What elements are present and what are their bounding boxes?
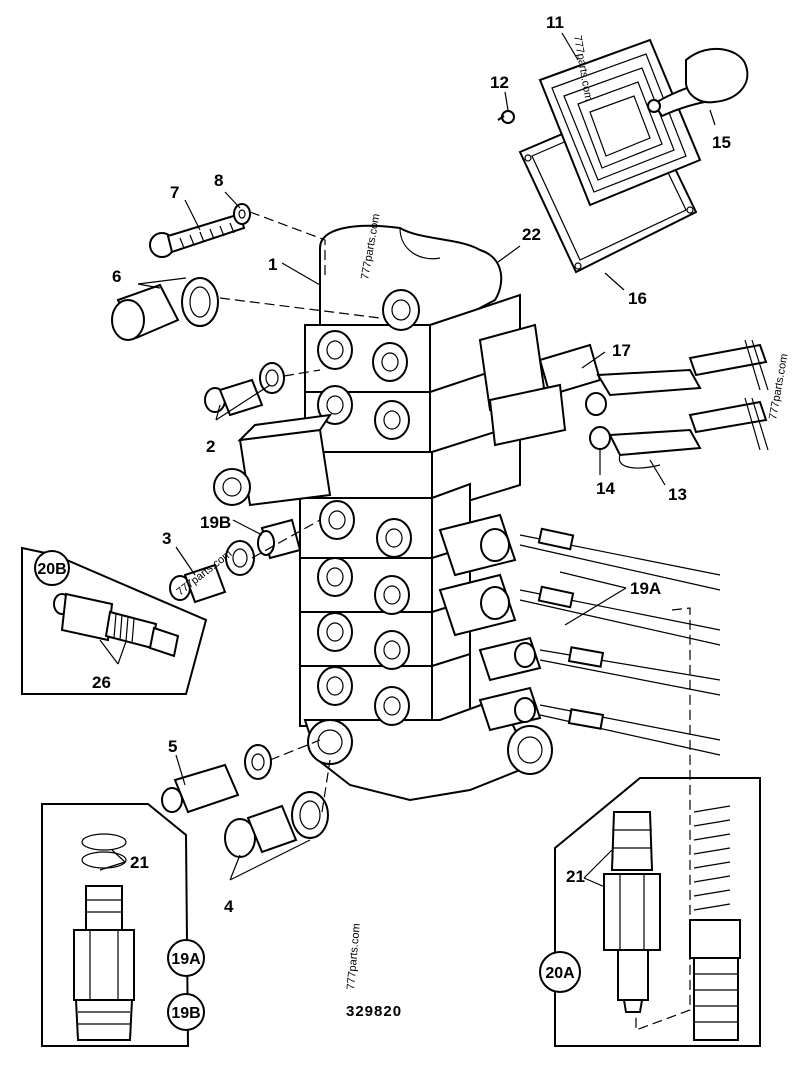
callout-4: 4 <box>224 897 234 916</box>
part-4-plug <box>224 791 329 858</box>
control-cables <box>519 527 721 756</box>
part-19-valve-cartridge <box>73 833 135 1041</box>
callout-21-right: 21 <box>566 867 585 886</box>
watermark-3: 777parts.com <box>767 353 790 421</box>
circle-20A <box>539 951 581 993</box>
part-19B-fitting <box>257 518 302 560</box>
part-2-fitting <box>204 362 285 417</box>
circle-20B <box>34 550 70 586</box>
solenoid-cartridge <box>213 413 333 507</box>
part-20A-relief-cartridge <box>603 811 661 1013</box>
callout-6: 6 <box>112 267 121 286</box>
part-5-fitting <box>161 744 272 814</box>
lower-spool-section-1 <box>299 497 433 561</box>
part-11-gaiter-boot <box>538 38 702 207</box>
callout-22: 22 <box>522 225 541 244</box>
inset-20B <box>21 546 208 695</box>
circled-label-20B: 20B <box>37 561 66 578</box>
inset-20A <box>539 777 761 1047</box>
joystick-gaiter-assembly <box>497 38 749 274</box>
part-20B-cartridge <box>53 592 180 658</box>
part-8-washer <box>233 203 251 225</box>
part-15-lever-knob <box>647 47 749 118</box>
spool-ends-right <box>438 513 542 732</box>
callout-26: 26 <box>92 673 111 692</box>
callout-12: 12 <box>490 73 509 92</box>
callout-2: 2 <box>206 437 215 456</box>
linkage-assembly <box>478 323 769 469</box>
callout-19B: 19B <box>200 513 231 532</box>
callout-7: 7 <box>170 183 179 202</box>
valve-block-assembly <box>213 224 769 802</box>
callout-15: 15 <box>712 133 731 152</box>
valve-ports <box>317 289 420 726</box>
callout-labels: 1 2 3 4 5 6 7 8 11 12 13 14 15 16 17 19A… <box>37 13 731 1022</box>
inset-19A-19B <box>41 803 205 1047</box>
callout-11: 11 <box>546 13 564 32</box>
part-6-plug <box>111 277 219 341</box>
callout-17: 17 <box>612 341 631 360</box>
end-cap <box>303 696 521 802</box>
callout-13: 13 <box>668 485 687 504</box>
circled-label-19A: 19A <box>171 951 201 968</box>
circled-label-19B: 19B <box>171 1005 200 1022</box>
exploded-view-dashes <box>219 211 691 1031</box>
part-20A-spring <box>689 805 741 1041</box>
callout-14: 14 <box>596 479 615 498</box>
watermark-5: 777parts.com <box>345 923 363 990</box>
circle-19A <box>167 939 205 977</box>
callout-21-left: 21 <box>130 853 149 872</box>
callout-1: 1 <box>268 255 277 274</box>
callout-19A: 19A <box>630 579 661 598</box>
part-7-bolt <box>149 212 246 258</box>
callout-5: 5 <box>168 737 177 756</box>
leader-lines <box>99 32 716 891</box>
part-12-screw <box>497 110 515 124</box>
part-22-top-cover <box>319 224 503 342</box>
document-number: 329820 <box>346 1003 402 1020</box>
callout-3: 3 <box>162 529 171 548</box>
callout-16: 16 <box>628 289 647 308</box>
callout-8: 8 <box>214 171 223 190</box>
circle-19B <box>167 993 205 1031</box>
circled-label-20A: 20A <box>545 965 575 982</box>
